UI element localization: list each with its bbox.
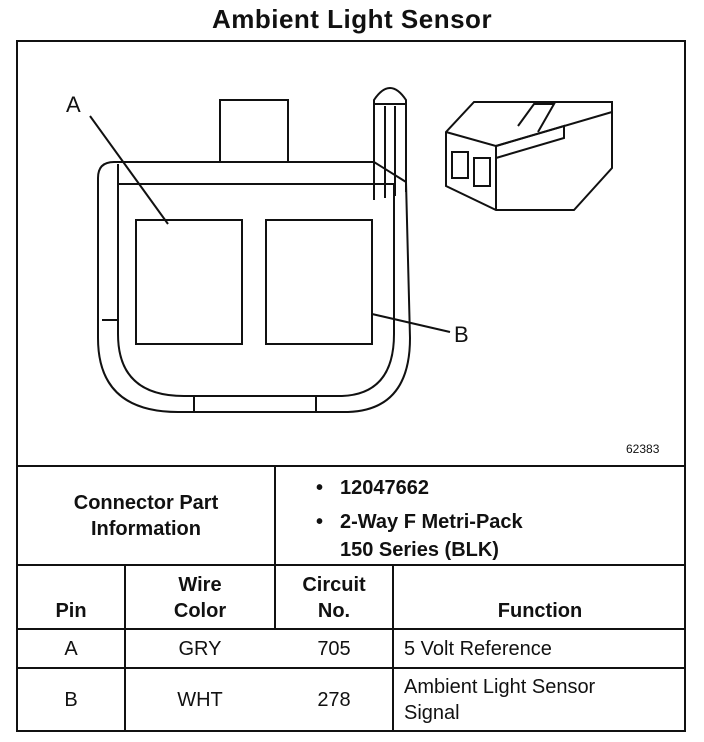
pin-b-label: B: [454, 322, 469, 347]
bullet-1: •: [316, 477, 324, 499]
row-a-bottom-rule: [16, 667, 686, 669]
description-line2: 150 Series (BLK): [340, 539, 499, 561]
connector-illustration: A B: [18, 42, 684, 466]
header-circuit-line1: Circuit: [302, 574, 366, 596]
diagram-frame: [16, 40, 686, 732]
description-row: • 2-Way F Metri-Pack: [316, 508, 523, 536]
cavity-a: [135, 219, 243, 345]
row-a-circuit: 705: [317, 637, 351, 660]
row-a-pin: A: [64, 637, 78, 660]
row-b-pin: B: [64, 688, 78, 711]
col-pin-divider: [124, 565, 126, 732]
diagram-title: Ambient Light Sensor: [211, 4, 493, 34]
connector-shell: [97, 161, 412, 413]
header-circuit-line2: No.: [317, 600, 351, 622]
connector-inner-outline: [117, 183, 395, 397]
row-a-function: 5 Volt Reference: [404, 637, 552, 660]
header-function: Function: [497, 600, 583, 622]
header-bottom-rule: [16, 628, 686, 630]
connector-info-header: Connector Part Information: [18, 467, 274, 564]
latch-tab: [219, 99, 289, 163]
row-b-circuit: 278: [317, 688, 351, 711]
header-circuit-no: Circuit No.: [276, 566, 392, 628]
connector-3d-view: [445, 101, 613, 211]
connector-info-header-line1: Connector Part: [73, 491, 219, 514]
row-b-function-line1: Ambient Light Sensor: [404, 675, 596, 698]
header-wire-color: Wire Color: [126, 566, 274, 628]
connector-info-details: • 12047662 • 2-Way F Metri-Pack 150 Series…: [316, 474, 523, 564]
pin-a-label: A: [66, 92, 81, 117]
description-line1: 2-Way F Metri-Pack: [340, 511, 523, 533]
part-number-row: • 12047662: [316, 474, 523, 502]
header-wire-line1: Wire: [178, 574, 222, 596]
header-wire-line2: Color: [173, 600, 227, 622]
locking-arm: [373, 87, 407, 200]
row-a-color: GRY: [178, 637, 222, 660]
row-b-function-line2: Signal: [404, 701, 460, 724]
description-row-2: 150 Series (BLK): [316, 536, 523, 564]
row-b-function: Ambient Light Sensor Signal: [404, 669, 684, 730]
bullet-2: •: [316, 511, 324, 533]
part-number: 12047662: [340, 477, 429, 499]
connector-info-header-line2: Information: [91, 517, 201, 540]
connector-drawing: [89, 87, 613, 413]
row-b-color: WHT: [177, 688, 223, 711]
header-pin: Pin: [55, 600, 87, 622]
figure-id: 62383: [626, 442, 660, 456]
leader-line-b: [371, 313, 451, 333]
leader-line-a: [89, 115, 169, 225]
connector-info-bottom-rule: [16, 564, 686, 566]
col-circuit-divider: [392, 565, 394, 732]
cavity-b: [265, 219, 373, 345]
table-top-rule: [16, 465, 686, 467]
info-divider: [274, 466, 276, 628]
